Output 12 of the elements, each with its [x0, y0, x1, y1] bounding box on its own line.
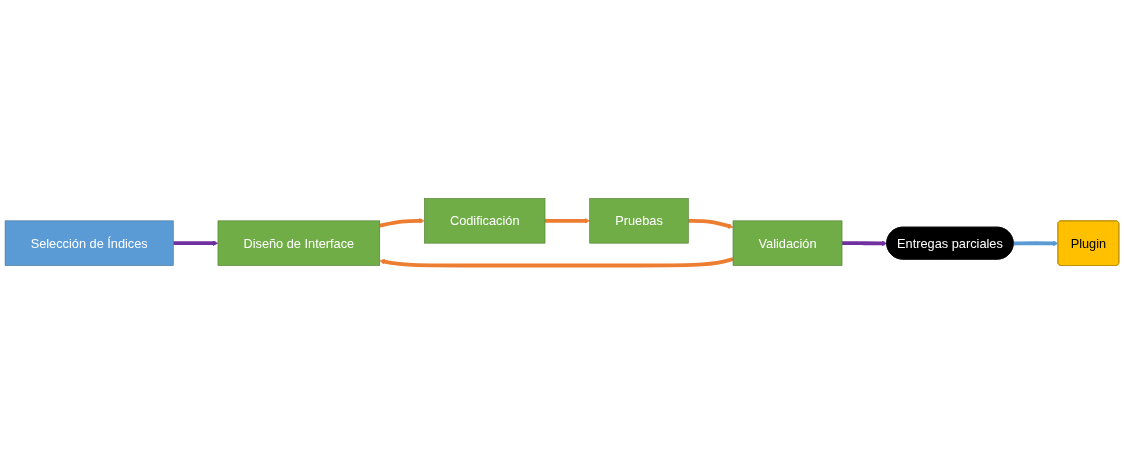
- arrow: [173, 240, 219, 246]
- arrow: [545, 218, 590, 224]
- arrow: [688, 218, 734, 229]
- arrow: [379, 257, 734, 268]
- node-box: Pruebas: [589, 198, 689, 244]
- arrow: [379, 218, 425, 228]
- node-box: Validación: [732, 220, 843, 266]
- arrow: [842, 240, 888, 247]
- node-box: Codificación: [424, 198, 546, 244]
- node-box: Diseño de Interface: [217, 220, 381, 266]
- node-box: Selección de Índices: [4, 220, 174, 266]
- arrow: [1013, 240, 1059, 247]
